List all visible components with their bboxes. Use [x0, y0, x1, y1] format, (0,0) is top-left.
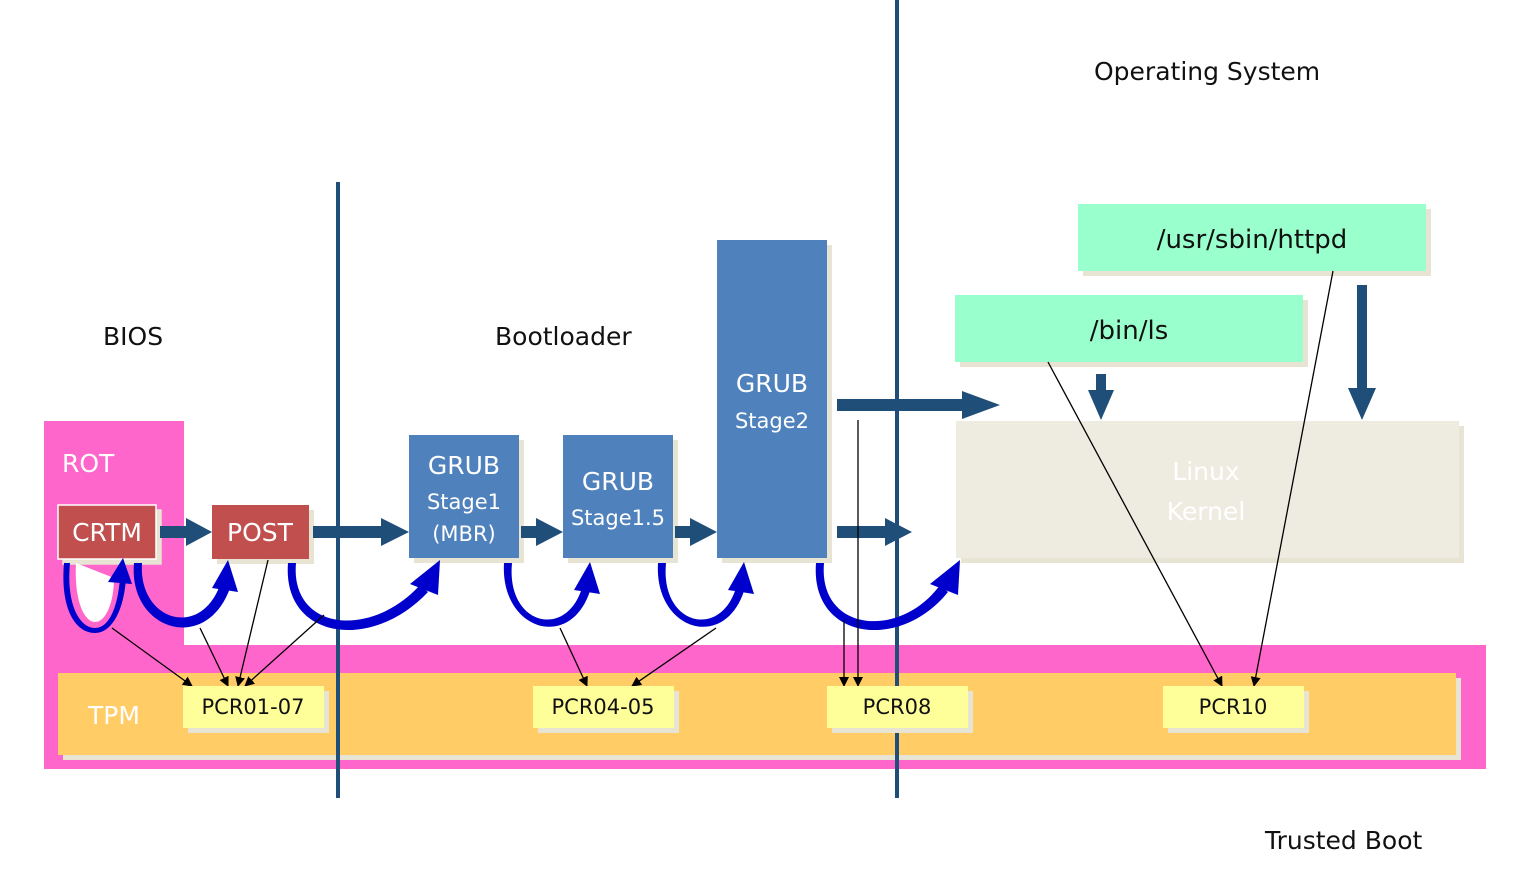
chain-arrows [160, 391, 1000, 546]
arrow-grub2-lower [837, 518, 912, 546]
grub-stage15-box [563, 435, 673, 558]
grub-stage1-title: GRUB [428, 451, 500, 480]
pcr-0405-label: PCR04-05 [552, 695, 655, 719]
pcr-08: PCR08 [827, 686, 968, 728]
curve-crtm-self-head [108, 558, 132, 584]
section-bios: BIOS [103, 322, 163, 351]
curve-grub15-grub2 [657, 563, 744, 627]
arrow-httpd-to-kernel [1348, 285, 1376, 420]
pcr-08-label: PCR08 [863, 695, 932, 719]
pcr-10-label: PCR10 [1199, 695, 1268, 719]
grub-stage15-sub: Stage1.5 [571, 506, 665, 530]
footer-label: Trusted Boot [1264, 826, 1422, 855]
httpd-box [1078, 204, 1426, 271]
arrow-grub1-to-grub15 [521, 518, 563, 546]
arrow-post-to-grub1 [313, 518, 409, 546]
grub-stage2-box [717, 240, 827, 558]
curve-grub15-grub2-head [728, 562, 754, 594]
grub-stage2-sub: Stage2 [735, 409, 809, 433]
kernel-line2: Kernel [1167, 497, 1246, 526]
curve-crtm-post [133, 563, 230, 628]
arrow-grub2-to-kernel [837, 391, 1000, 419]
arrow-grub15-to-grub2 [675, 518, 717, 546]
tpm-label: TPM [87, 701, 140, 730]
grub-stage1-sub2: (MBR) [432, 522, 496, 546]
pcr-10: PCR10 [1163, 686, 1304, 728]
httpd-label: /usr/sbin/httpd [1157, 225, 1348, 255]
arrow-crtm-to-post [160, 518, 212, 546]
curve-post-grub1 [287, 563, 428, 631]
curve-post-grub1-head [410, 560, 440, 595]
section-bootloader: Bootloader [495, 322, 632, 351]
pcr-0405: PCR04-05 [533, 686, 674, 728]
curve-grub2-kernel [815, 563, 948, 631]
pcr-lines [111, 270, 1334, 687]
post-box [212, 505, 309, 559]
pcr-0107-label: PCR01-07 [202, 695, 305, 719]
curve-crtm-post-head [212, 560, 238, 592]
curve-grub1-grub15 [503, 563, 590, 627]
grub-stage1-sub1: Stage1 [427, 490, 501, 514]
curved-measure-arrows [63, 558, 960, 633]
curve-grub2-kernel-head [930, 560, 960, 595]
kernel-line1: Linux [1172, 457, 1239, 486]
post-label: POST [227, 518, 294, 547]
crtm-label: CRTM [72, 518, 142, 547]
section-os: Operating System [1094, 57, 1320, 86]
ls-box [955, 295, 1303, 362]
pcr-0107: PCR01-07 [183, 686, 324, 728]
grub-stage2-title: GRUB [736, 369, 808, 398]
grub-stage1-box [409, 435, 519, 558]
crtm-box [57, 504, 157, 560]
arrow-ls-to-kernel [1088, 374, 1114, 420]
curve-crtm-self-inner [75, 563, 114, 622]
linux-kernel-box [956, 421, 1459, 558]
rot-label: ROT [62, 449, 115, 478]
ls-label: /bin/ls [1090, 316, 1169, 346]
grub-stage15-title: GRUB [582, 467, 654, 496]
curve-grub1-grub15-head [574, 562, 600, 594]
